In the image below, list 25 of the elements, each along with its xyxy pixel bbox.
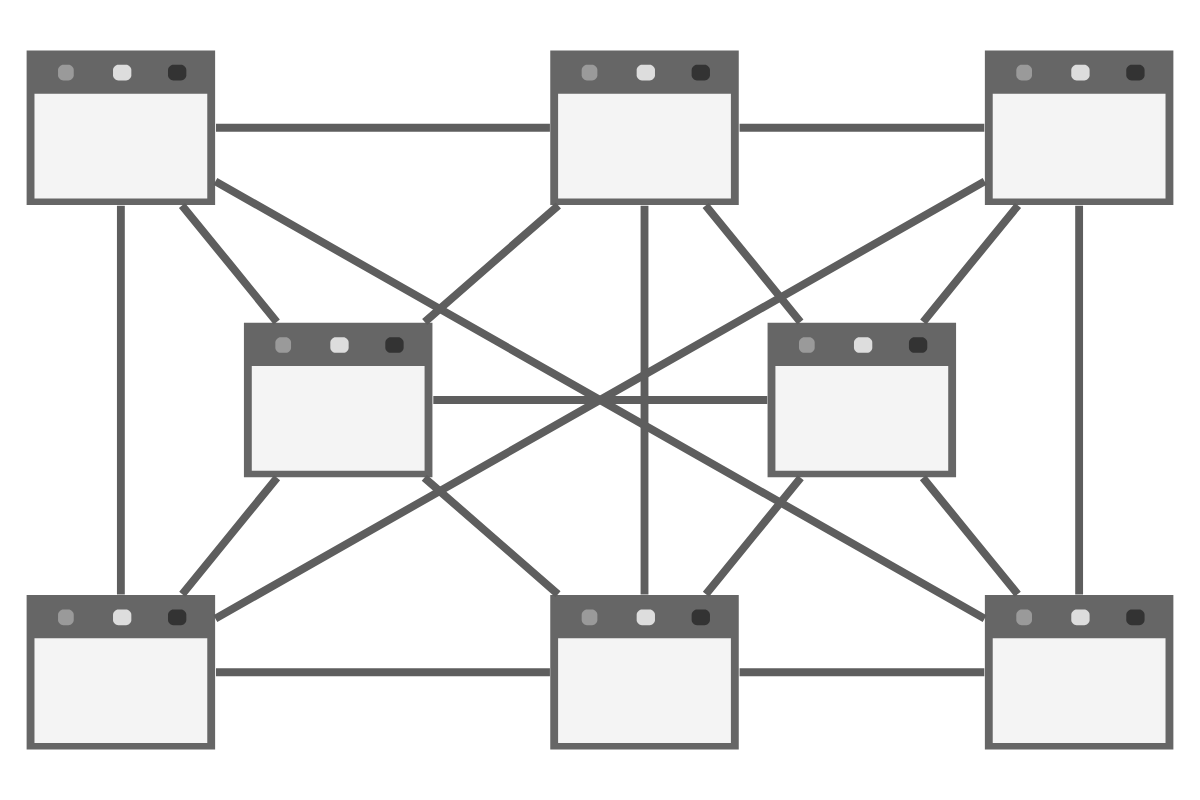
connector <box>702 202 804 325</box>
connector <box>213 178 987 622</box>
connector <box>739 668 985 677</box>
node-window <box>26 50 216 205</box>
connector <box>216 123 550 132</box>
node-window <box>550 595 739 750</box>
connector <box>421 474 561 598</box>
node-window <box>550 50 739 205</box>
connector <box>216 668 550 677</box>
node-window <box>767 322 957 478</box>
connector <box>739 123 985 132</box>
connector <box>920 202 1022 325</box>
connector <box>919 475 1021 597</box>
node-window <box>984 50 1174 205</box>
connector <box>178 202 280 325</box>
connector <box>433 396 768 404</box>
connector <box>1075 205 1084 595</box>
node-window <box>26 595 216 750</box>
connector <box>179 475 281 597</box>
node-window <box>243 322 433 478</box>
node-window <box>984 595 1174 750</box>
connector <box>640 205 649 595</box>
connector <box>116 205 125 595</box>
connector <box>422 202 561 325</box>
connector <box>702 475 804 597</box>
